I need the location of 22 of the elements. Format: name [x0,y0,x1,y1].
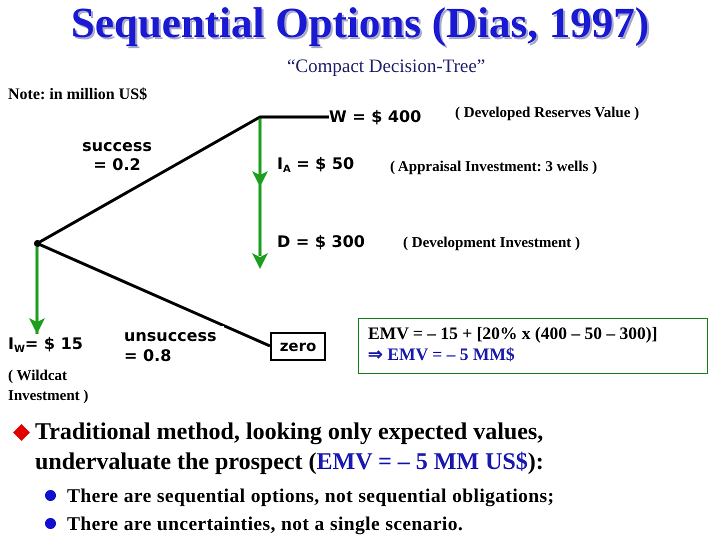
subtitle: “Compact Decision-Tree” [287,56,486,78]
sub-bullet-text: There are uncertainties, not a single scenario. [67,514,464,536]
branch-line [39,116,329,244]
cost-description: ( Appraisal Investment: 3 wells ) [390,158,598,177]
result-box [358,318,708,374]
payoff-value: W = $ 400 [329,107,429,127]
sub-bullet-text: There are sequential options, not sequential obligations; [67,486,554,508]
result-text: ⇒ EMV = – 5 MM$ [368,344,516,365]
branch-line [40,243,271,348]
branch-point [34,240,40,247]
bullet-text: Traditional method, looking only expected values, undervaluate the prospect (EMV = – 5 MM US$): [35,418,545,477]
formula-text: EMV = – 15 + [20% x (400 – 50 – 300)] [368,323,658,344]
cost-value-label: D = $ 300 [277,232,365,252]
payoff-box: zero [270,332,326,361]
arrow [29,247,45,334]
cost-value-label: I$_{W}$= $ 15 [8,334,82,356]
slide-title: Sequential Options (Dias, 1997) [70,0,650,47]
value-description: ( Developed Reserves Value ) [455,104,640,123]
cost-value-label: I$_{A}$ = $ 50 [277,154,354,174]
cost-description: ( Development Investment ) [403,234,580,253]
unit-note: Note: in million US$ [8,85,148,104]
investment-description: ( Wildcat Investment ) [8,367,90,406]
